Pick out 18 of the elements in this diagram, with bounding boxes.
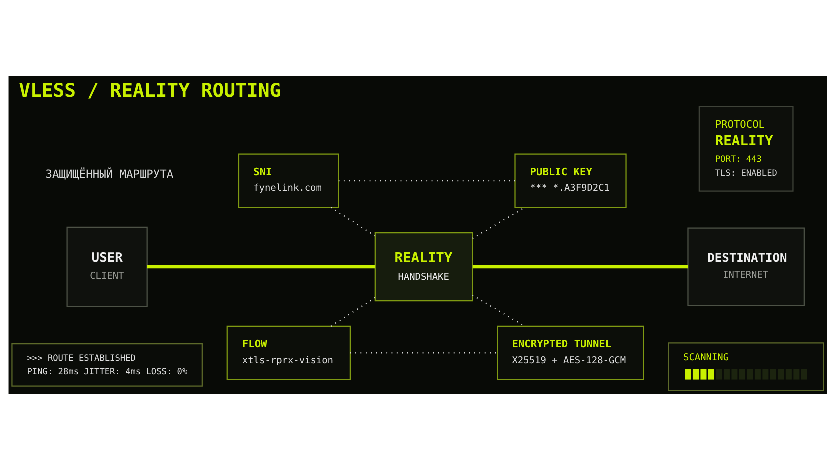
connector bbox=[330, 207, 376, 237]
diagram-title: VLESS / REALITY ROUTING bbox=[19, 80, 282, 102]
node-box: PUBLIC KEY *** *.A3F9D2C1 bbox=[514, 154, 627, 208]
label: ЗАЩИЩЁННЫЙ МАРШРУТА bbox=[46, 168, 174, 181]
connector bbox=[472, 266, 688, 269]
node-box: PROTOCOL REALITY PORT: 443 TLS: ENABLED bbox=[698, 106, 794, 192]
node-box: SCANNING bbox=[668, 342, 824, 392]
connector bbox=[472, 294, 526, 327]
node-box: SNI fynelink.com bbox=[238, 154, 340, 208]
node-box: ENCRYPTED TUNNEL X25519 + AES-128-GCM bbox=[497, 326, 644, 380]
connector bbox=[330, 297, 376, 327]
node-box: >>> ROUTE ESTABLISHED PING: 28ms JITTER: 4ms LOSS: 0% bbox=[12, 344, 203, 387]
node-box: REALITY HANDSHAKE bbox=[374, 232, 474, 302]
node-box: FLOW xtls-rprx-vision bbox=[226, 326, 351, 380]
connector bbox=[147, 266, 376, 269]
node-box: USER CLIENT bbox=[66, 226, 148, 308]
connector bbox=[472, 207, 526, 240]
node-box: DESTINATION INTERNET bbox=[688, 228, 805, 306]
